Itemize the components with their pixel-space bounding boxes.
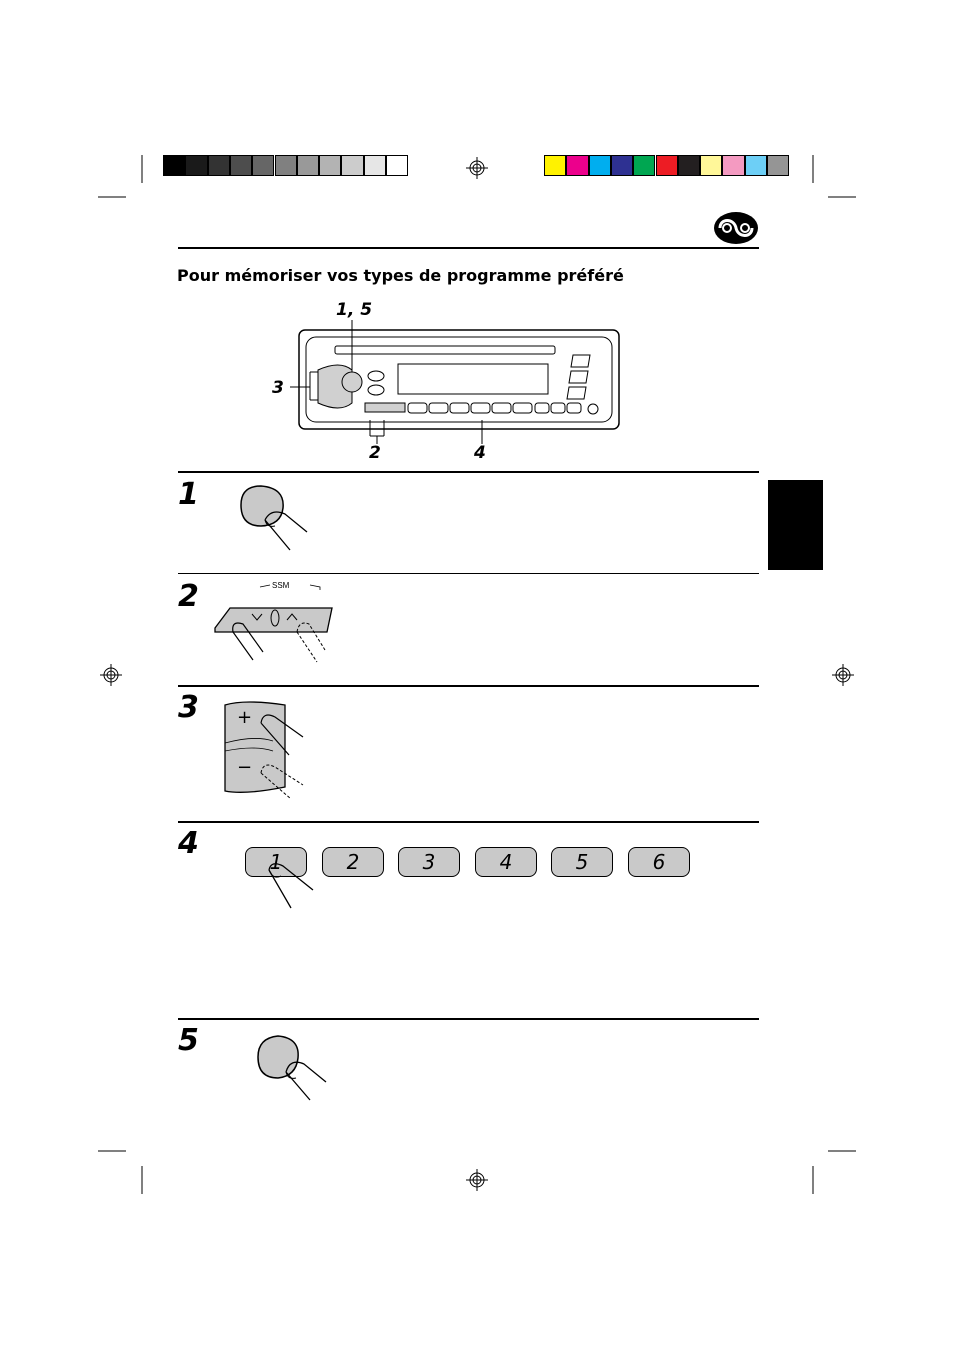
section-title: Pour mémoriser vos types de programme pr… xyxy=(177,266,624,285)
color-swatch-8 xyxy=(700,155,723,176)
gray-swatch-9 xyxy=(341,155,364,176)
step-1-rule xyxy=(178,471,759,473)
gray-swatch-1 xyxy=(163,155,186,176)
color-swatch-2 xyxy=(566,155,589,176)
step-number-2: 2 xyxy=(178,579,199,614)
color-swatch-4 xyxy=(610,155,634,176)
step-4-rule xyxy=(178,821,759,823)
color-swatch-6 xyxy=(655,155,678,176)
color-swatch-7 xyxy=(677,155,701,176)
callout-3: 3 xyxy=(272,378,284,398)
registration-mark-icon xyxy=(466,1169,488,1191)
gray-swatch-10 xyxy=(363,155,386,176)
finger-press-icon xyxy=(257,1035,327,1101)
preset-button-6[interactable]: 6 xyxy=(628,847,690,877)
callout-4: 4 xyxy=(474,443,486,463)
color-swatch-1 xyxy=(544,155,567,176)
gray-swatch-7 xyxy=(296,155,320,176)
step-number-3: 3 xyxy=(178,690,199,725)
gray-swatch-6 xyxy=(274,155,297,176)
callout-2: 2 xyxy=(369,443,381,463)
finger-press-icon xyxy=(268,863,314,909)
car-stereo-faceplate-icon xyxy=(298,329,620,430)
registration-mark-icon xyxy=(832,664,854,686)
seek-buttons-icon xyxy=(214,584,333,663)
plus-icon: + xyxy=(237,707,252,728)
step-number-1: 1 xyxy=(178,477,199,512)
gray-swatch-2 xyxy=(185,155,208,176)
step-2-rule xyxy=(178,573,759,574)
preset-button-3[interactable]: 3 xyxy=(398,847,460,877)
language-tab xyxy=(768,480,823,570)
volume-buttons-icon: + − xyxy=(224,701,304,800)
cd-logo-icon xyxy=(714,212,758,244)
color-swatch-9 xyxy=(722,155,745,176)
ssm-label: SSM xyxy=(272,581,290,590)
step-number-5: 5 xyxy=(178,1023,199,1058)
color-swatch-10 xyxy=(744,155,767,176)
registration-mark-icon xyxy=(100,664,122,686)
step-5-rule xyxy=(178,1018,759,1020)
registration-mark-icon xyxy=(466,157,488,179)
finger-press-icon xyxy=(240,485,308,551)
color-swatch-3 xyxy=(588,155,611,176)
gray-swatch-8 xyxy=(319,155,342,176)
step-number-4: 4 xyxy=(178,826,199,861)
preset-button-5[interactable]: 5 xyxy=(551,847,613,877)
color-swatch-11 xyxy=(767,155,790,176)
color-swatch-5 xyxy=(633,155,656,176)
gray-swatch-3 xyxy=(207,155,230,176)
gray-swatch-4 xyxy=(229,155,253,176)
step-3-rule xyxy=(178,685,759,687)
gray-swatch-11 xyxy=(386,155,409,176)
preset-button-1[interactable]: 1 xyxy=(245,847,307,877)
minus-icon: − xyxy=(237,757,252,778)
callout-1-5: 1, 5 xyxy=(336,300,373,320)
gray-swatch-5 xyxy=(252,155,275,176)
preset-button-4[interactable]: 4 xyxy=(475,847,537,877)
callout-lines xyxy=(290,320,483,444)
header-rule xyxy=(178,247,759,249)
preset-button-2[interactable]: 2 xyxy=(322,847,384,877)
